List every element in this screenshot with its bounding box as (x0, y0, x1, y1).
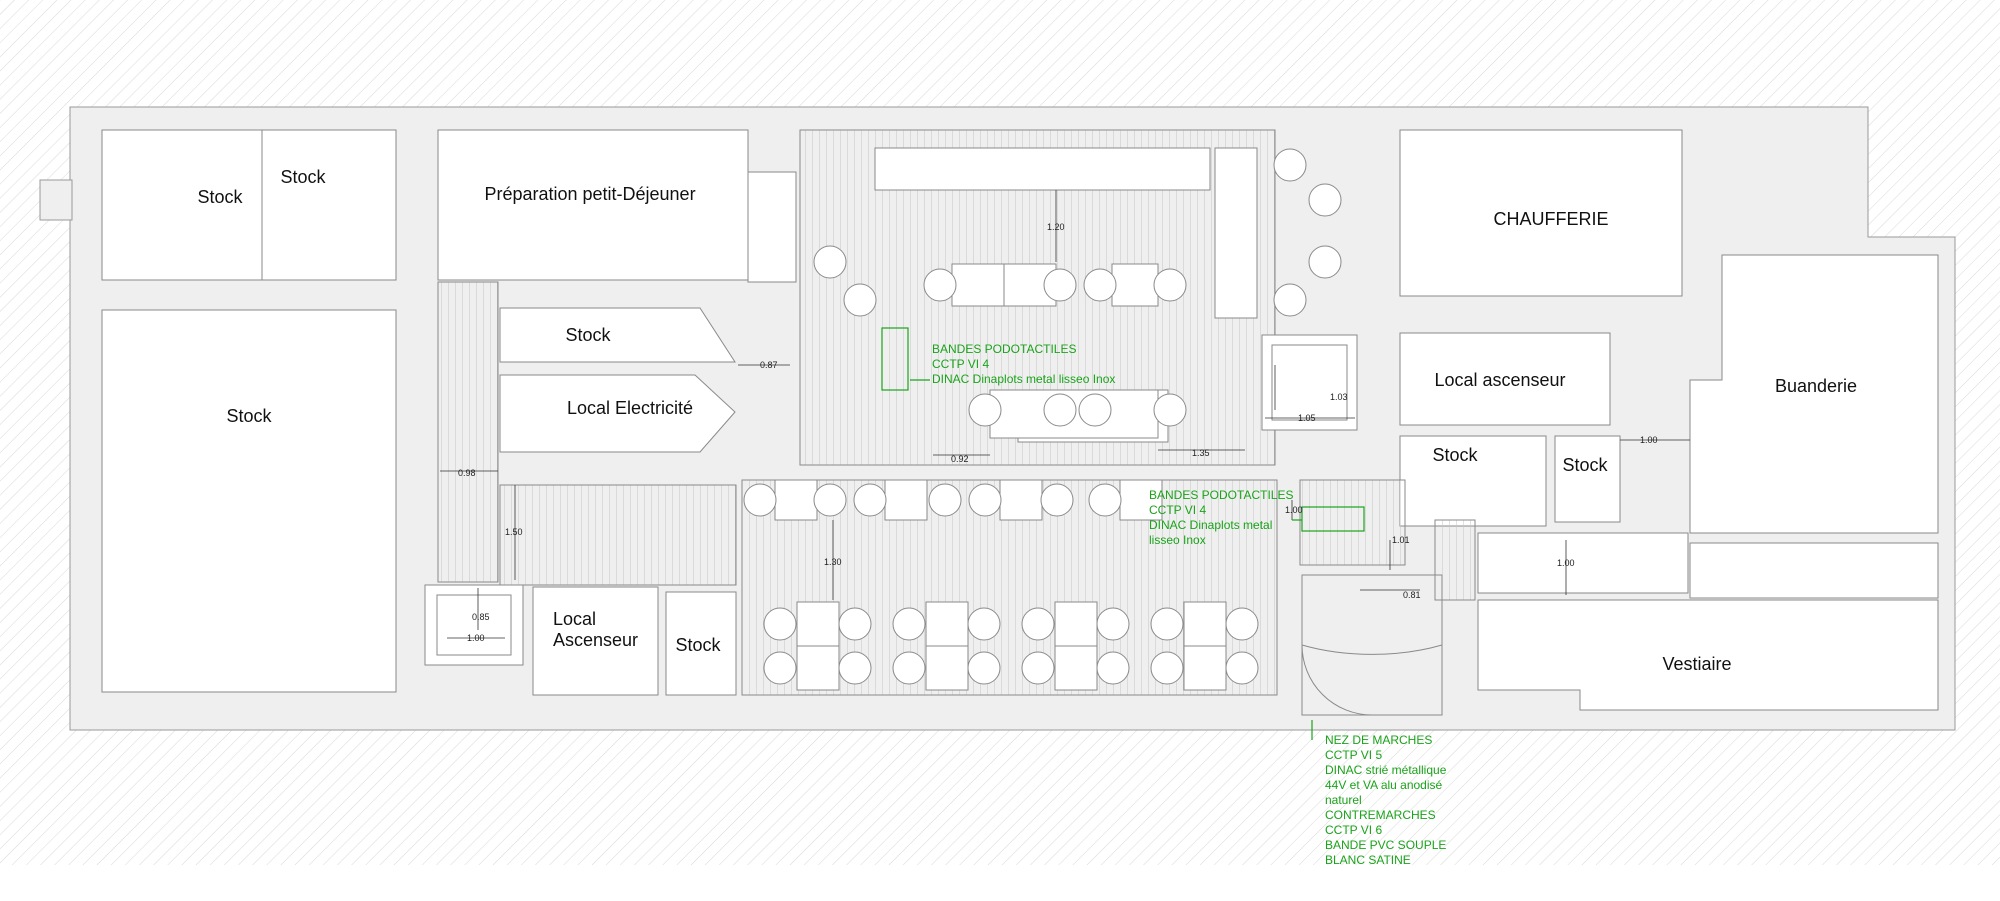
annotation-line: CCTP VI 5 (1325, 748, 1382, 762)
annotation-line: DINAC Dinaplots metal lisseo Inox (932, 372, 1115, 386)
annotation-line: BLANC SATINE (1325, 853, 1411, 867)
label-stock-3: Stock (226, 406, 272, 426)
room-elec (499, 374, 736, 453)
tables (774, 147, 1258, 691)
room-stock-3 (101, 309, 397, 693)
room-stock-7 (1554, 435, 1621, 523)
label-stock-2: Stock (280, 167, 326, 187)
label-prep: Préparation petit-Déjeuner (484, 184, 695, 204)
label-stock-1: Stock (197, 187, 243, 207)
annotation-line: CCTP VI 6 (1325, 823, 1382, 837)
annotation-3: NEZ DE MARCHES CCTP VI 5 DINAC strié mét… (1325, 733, 1447, 867)
label-stock-6: Stock (1432, 445, 1478, 465)
dim-label: 1.00 (1557, 558, 1575, 568)
tactile-strips (881, 327, 1365, 740)
room-stock-6 (1399, 435, 1547, 527)
label-buanderie: Buanderie (1775, 376, 1857, 396)
dim-label: 1.05 (1298, 413, 1316, 423)
dimension-labels: 1.20 0.87 1.03 1.05 0.92 1.35 0.98 1.50 … (458, 222, 1658, 643)
annotation-line: DINAC Dinaplots metal (1149, 518, 1272, 532)
annotation-line: NEZ DE MARCHES (1325, 733, 1432, 747)
dim-label: 1.00 (467, 633, 485, 643)
annotation-line: naturel (1325, 793, 1362, 807)
room-asc-2 (1399, 332, 1611, 426)
dim-label: 1.20 (1047, 222, 1065, 232)
dim-label: 1.00 (1640, 435, 1658, 445)
label-stock-4: Stock (565, 325, 611, 345)
dim-label: 1.00 (1285, 505, 1303, 515)
room-stock-5 (665, 591, 737, 696)
label-elec: Local Electricité (567, 398, 693, 418)
label-stock-7: Stock (1562, 455, 1608, 475)
dim-label: 1.30 (824, 557, 842, 567)
room-stock-2 (261, 129, 397, 281)
annotation-2: BANDES PODOTACTILES CCTP VI 4 DINAC Dina… (1149, 488, 1293, 547)
label-asc-1-line2: Ascenseur (553, 630, 638, 650)
room-chaufferie (1399, 129, 1683, 297)
label-asc-1-line1: Local (553, 609, 596, 629)
dim-label: 0.92 (951, 454, 969, 464)
room-labels: Stock Stock Préparation petit-Déjeuner S… (197, 167, 1857, 674)
rooms (101, 129, 1939, 711)
dim-label: 1.50 (505, 527, 523, 537)
fixtures (424, 171, 1443, 716)
label-vestiaire: Vestiaire (1662, 654, 1731, 674)
annotation-line: BANDE PVC SOUPLE (1325, 838, 1446, 852)
dim-label: 0.87 (760, 360, 778, 370)
dim-label: 1.35 (1192, 448, 1210, 458)
room-asc-1 (532, 586, 659, 696)
annotation-1: BANDES PODOTACTILES CCTP VI 4 DINAC Dina… (932, 342, 1115, 386)
room-vestiaire (1477, 599, 1939, 711)
room-prep (437, 129, 749, 281)
dim-label: 0.81 (1403, 590, 1421, 600)
annotation-line: lisseo Inox (1149, 533, 1206, 547)
chairs (743, 148, 1342, 685)
room-stock-1 (101, 129, 263, 281)
annotation-line: CCTP VI 4 (1149, 503, 1206, 517)
annotation-line: 44V et VA alu anodisé (1325, 778, 1443, 792)
dim-label: 0.98 (458, 468, 476, 478)
label-stock-5: Stock (675, 635, 721, 655)
dim-label: 1.03 (1330, 392, 1348, 402)
dimension-lines (440, 190, 1690, 639)
annotation-line: CONTREMARCHES (1325, 808, 1436, 822)
dim-label: 0.85 (472, 612, 490, 622)
room-stock-4 (499, 307, 736, 363)
annotation-line: BANDES PODOTACTILES (932, 342, 1076, 356)
label-chaufferie: CHAUFFERIE (1493, 209, 1608, 229)
label-asc-2: Local ascenseur (1434, 370, 1565, 390)
annotation-line: DINAC strié métallique (1325, 763, 1447, 777)
dim-label: 1.01 (1392, 535, 1410, 545)
annotation-line: CCTP VI 4 (932, 357, 989, 371)
annotation-line: BANDES PODOTACTILES (1149, 488, 1293, 502)
room-buanderie (1689, 254, 1939, 534)
